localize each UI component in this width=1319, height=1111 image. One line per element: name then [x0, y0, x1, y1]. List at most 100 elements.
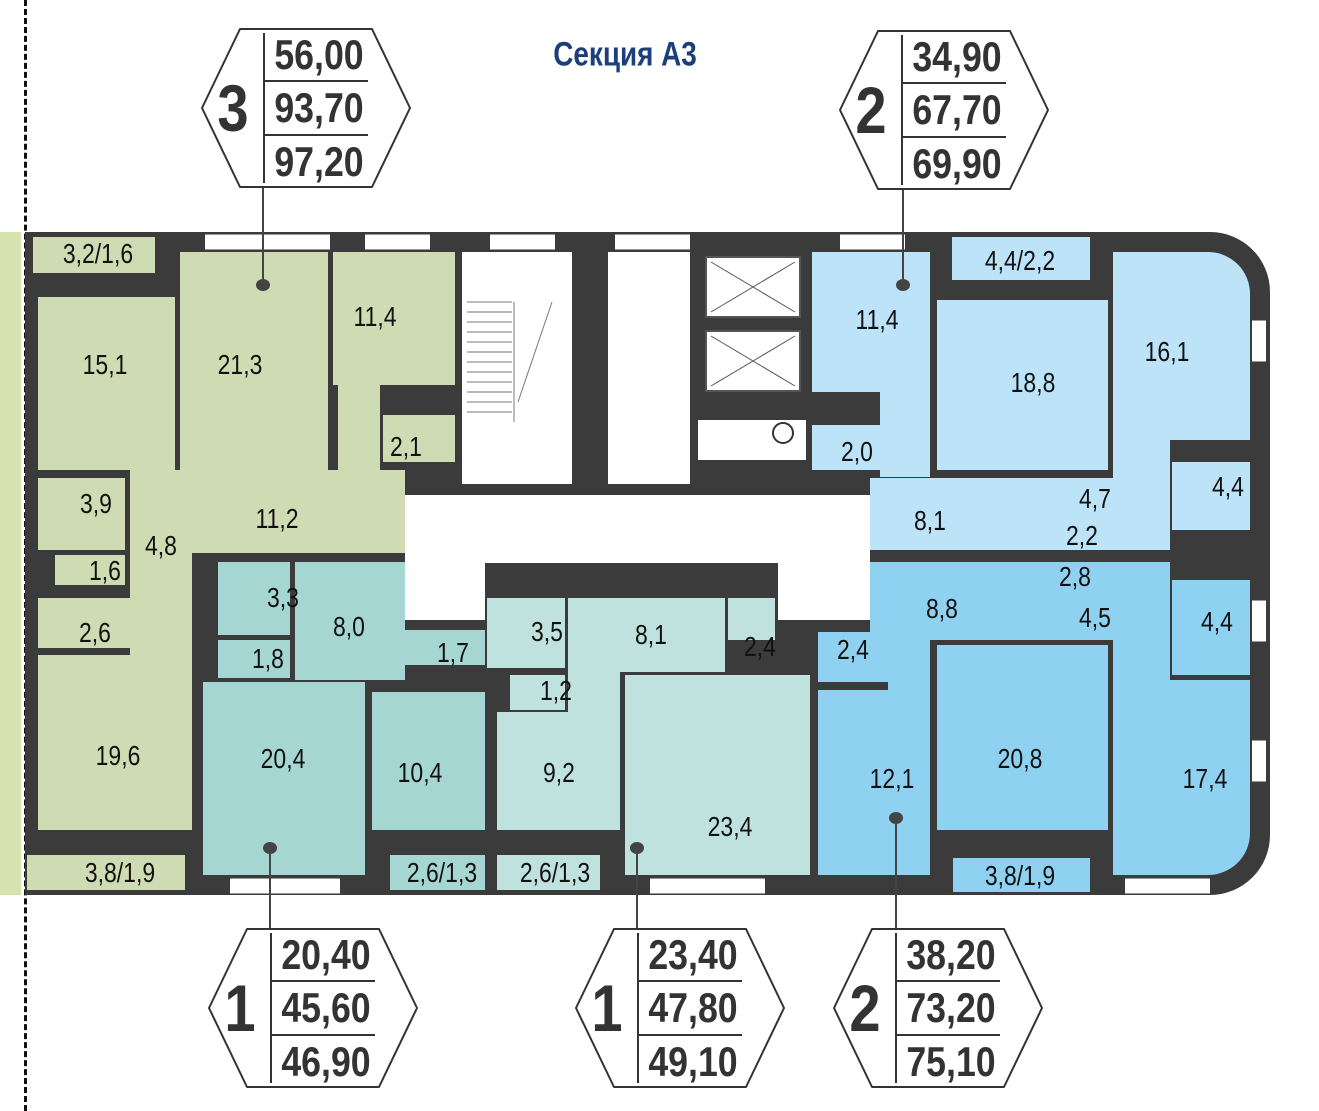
area-label: 2,1 [390, 431, 422, 462]
area-label: 2,0 [841, 436, 873, 467]
toilet [818, 632, 888, 682]
total-area-with-balcony: 97,20 [274, 138, 364, 185]
apartment-badge[interactable]: 2 34,90 67,70 69,90 [838, 29, 1050, 191]
window [1252, 320, 1266, 362]
area-label: 4,4 [1212, 471, 1244, 502]
badge-frame-icon [201, 28, 411, 188]
balcony [497, 855, 600, 890]
room-count: 1 [224, 971, 256, 1045]
window [1125, 878, 1210, 894]
lobby [778, 560, 870, 620]
area-label: 8,1 [635, 619, 667, 650]
stairs-icon [467, 301, 553, 422]
room-count: 1 [591, 971, 623, 1045]
lobby [405, 495, 870, 563]
room [203, 682, 365, 875]
leader-line [269, 848, 271, 930]
balcony [952, 237, 1090, 280]
corridor [1113, 440, 1170, 480]
area-label: 21,3 [217, 349, 263, 380]
marker-dot [896, 279, 910, 291]
apartment-badge[interactable]: 2 38,20 73,20 75,10 [832, 927, 1044, 1089]
area-label: 20,4 [260, 743, 306, 774]
area-label: 8,8 [926, 593, 958, 624]
total-area-with-balcony: 46,90 [281, 1038, 371, 1085]
apartment-badge[interactable]: 3 56,00 93,70 97,20 [200, 27, 412, 189]
closet [728, 598, 775, 640]
area-label: 4,8 [145, 530, 177, 561]
hall [295, 562, 405, 680]
apartment-badge[interactable]: 1 20,40 45,60 46,90 [207, 927, 419, 1089]
area-label: 2,4 [744, 631, 776, 662]
area-label: 4,7 [1079, 483, 1111, 514]
area-label: 3,3 [267, 582, 299, 613]
area-label: 3,8/1,9 [984, 860, 1056, 891]
area-label: 17,4 [1182, 763, 1228, 794]
area-label: 1,2 [540, 675, 572, 706]
area-label: 8,1 [914, 505, 946, 536]
room [1113, 252, 1250, 440]
corridor [880, 392, 930, 477]
area-label: 2,8 [1059, 561, 1091, 592]
total-area-with-balcony: 49,10 [648, 1038, 738, 1085]
area-label: 11,4 [353, 301, 397, 332]
corridor [338, 385, 380, 475]
bathroom [218, 562, 290, 635]
area-label: 1,7 [437, 637, 469, 668]
area-label: 11,4 [855, 304, 899, 335]
room-count: 2 [855, 73, 887, 147]
area-label: 10,4 [397, 757, 443, 788]
badge-frame-icon [575, 928, 785, 1088]
window [840, 234, 905, 250]
window [650, 878, 765, 894]
area-label: 4,4 [1201, 606, 1233, 637]
area-label: 2,6/1,3 [519, 857, 591, 888]
area-label: 1,8 [252, 643, 284, 674]
closet [38, 598, 135, 648]
window [615, 234, 690, 250]
room [38, 297, 175, 470]
marker-dot [630, 842, 644, 854]
balcony [27, 855, 185, 890]
bathroom [38, 478, 125, 550]
total-area-with-balcony: 75,10 [906, 1038, 996, 1085]
area-label: 23,4 [707, 811, 753, 842]
bathroom [487, 598, 565, 668]
room [937, 645, 1108, 830]
total-area: 45,60 [281, 984, 371, 1031]
kitchen [497, 712, 620, 830]
bathroom [1172, 580, 1250, 675]
apartment-badge[interactable]: 1 23,40 47,80 49,10 [574, 927, 786, 1089]
window [365, 234, 430, 250]
room [38, 655, 192, 830]
balcony [33, 237, 155, 273]
toilet [812, 425, 880, 470]
area-label: 15,1 [82, 349, 128, 380]
marker-dot [263, 842, 277, 854]
shaft-icon [772, 422, 794, 444]
leader-line [636, 848, 638, 930]
area-label: 1,6 [89, 555, 121, 586]
area-label: 12,1 [869, 763, 915, 794]
area-label: 3,8/1,9 [84, 857, 156, 888]
kitchen [812, 252, 930, 392]
area-label: 11,2 [255, 503, 299, 534]
total-area: 73,20 [906, 984, 996, 1031]
area-label: 2,4 [837, 634, 869, 665]
toilet [218, 640, 290, 678]
badge-frame-icon [208, 928, 418, 1088]
living-area: 38,20 [906, 931, 996, 978]
area-label: 8,0 [333, 611, 365, 642]
corridor [888, 640, 930, 695]
hall [870, 478, 1170, 550]
area-label: 2,6/1,3 [406, 857, 478, 888]
room-count: 2 [849, 971, 881, 1045]
window [1252, 740, 1266, 782]
room [937, 300, 1108, 470]
leader-line [262, 186, 264, 286]
total-area: 67,70 [912, 86, 1002, 133]
area-label: 3,9 [80, 488, 112, 519]
room [180, 252, 328, 470]
hall [568, 598, 725, 672]
